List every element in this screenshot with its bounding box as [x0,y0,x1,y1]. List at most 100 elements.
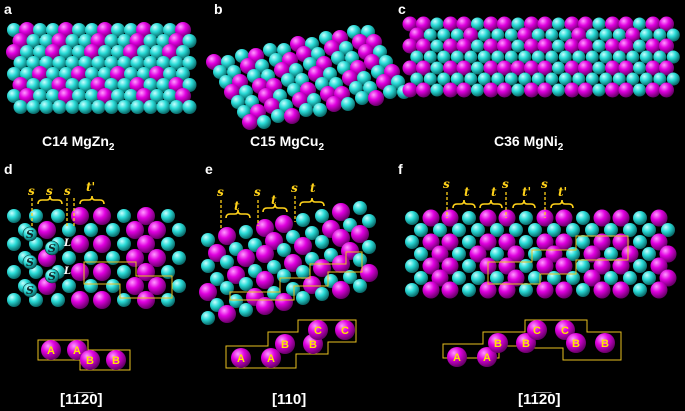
tm-atom [22,226,38,242]
tm-atom [633,259,647,273]
tm-atom [104,34,119,48]
mg-atom [498,209,516,227]
tm-atom [666,72,680,86]
tm-atom [585,50,599,64]
tm-atom [20,67,34,81]
tm-atom [353,253,367,267]
mg-atom [409,27,425,43]
tm-atom [585,223,599,237]
mg-atom [93,207,111,225]
mg-atom [441,257,459,275]
tm-atom [161,209,175,223]
tm-atom [639,72,653,86]
mg-atom [326,96,342,112]
tm-atom [26,56,41,70]
sequence-letter: B [86,355,94,367]
mg-atom [351,225,369,243]
mg-atom [93,235,111,253]
tm-atom [7,237,21,251]
tm-atom [59,45,73,59]
mg-atom [605,60,620,76]
tm-atom [604,247,618,261]
mg-atom [136,88,152,104]
tm-atom [85,23,99,37]
mg-atom [595,333,615,353]
mg-atom [517,27,533,43]
tm-atom [604,271,618,285]
mg-atom [256,245,274,263]
tm-atom [653,50,667,64]
mg-atom [231,348,251,368]
tm-atom [33,89,47,103]
sequence-letter: B [494,338,502,350]
tm-atom [163,89,177,103]
mg-atom [564,60,580,76]
tm-atom [633,61,646,75]
s-label: S [48,270,56,283]
tm-atom [353,279,367,293]
tm-atom [91,100,106,114]
mg-atom [555,233,573,251]
mg-atom [6,44,22,60]
mg-atom [335,320,355,340]
mg-atom [645,16,661,32]
mg-atom [422,257,440,275]
mg-atom [256,297,274,315]
tm-atom [46,89,60,103]
tm-atom [111,23,125,37]
tm-atom [362,214,376,228]
l-label: L [63,266,71,277]
tm-atom [623,223,637,237]
tm-atom [633,83,646,97]
mg-atom [422,209,440,227]
tm-atom [490,223,504,237]
mg-atom [659,245,677,263]
mg-atom [625,27,641,43]
mg-atom [578,38,593,54]
mg-atom [593,281,611,299]
tm-atom [612,50,626,64]
tm-atom [490,247,504,261]
tm-atom [519,235,533,249]
mg-atom [555,257,573,275]
tm-atom [599,28,613,42]
sequence-letter: B [112,355,120,367]
tm-atom [124,67,138,81]
tm-atom [566,223,580,237]
tm-atom [552,83,565,97]
tm-atom [46,23,60,37]
caption-c15: C15 MgCu2 [250,133,324,153]
tm-atom [137,67,151,81]
tm-atom [143,100,158,114]
tm-atom [464,50,478,64]
tm-atom [117,78,132,92]
sequence-letter: C [533,325,541,337]
tm-atom [22,254,38,270]
mg-atom [443,38,458,54]
tm-atom [450,50,464,64]
sequence-letter: A [73,345,81,357]
tm-atom [452,223,466,237]
tm-atom [39,34,54,48]
tm-atom [13,100,28,114]
mg-atom [566,333,586,353]
mg-atom [483,16,499,32]
tm-atom [78,34,93,48]
tm-atom [558,28,572,42]
tm-atom [257,115,271,129]
tm-atom [117,209,131,223]
c36-projection-view [405,209,677,299]
tm-atom [72,45,86,59]
tm-atom [33,45,47,59]
tm-atom [84,223,98,237]
annotation-t: t [271,193,277,207]
mg-atom [227,266,245,284]
tm-atom [511,39,525,53]
tm-atom [44,240,60,256]
mg-atom [578,60,593,76]
tm-atom [462,211,476,225]
tm-atom [104,100,119,114]
mg-atom [97,88,113,104]
annotation-s: s [291,181,298,195]
tm-atom [531,28,545,42]
